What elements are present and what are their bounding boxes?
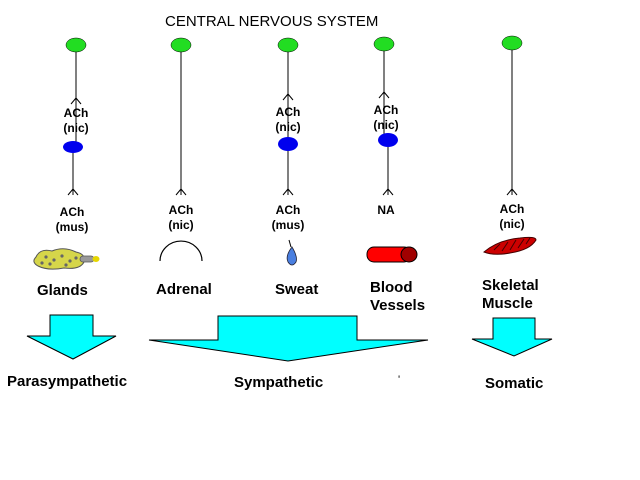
nt-label-glands-post: ACh (mus) <box>42 205 102 235</box>
division-label-somatic: Somatic <box>485 375 544 392</box>
receptor: (nic) <box>168 218 194 232</box>
adrenal-icon <box>159 240 203 262</box>
nt-label-muscle: ACh (nic) <box>482 202 542 232</box>
nt-label-adrenal: ACh (nic) <box>151 203 211 233</box>
receptor: (nic) <box>373 118 399 132</box>
synapse-fork-icon <box>382 188 394 196</box>
organ-label-line: Vessels <box>370 297 426 314</box>
transmitter: ACh <box>499 202 525 216</box>
organ-label-sweat: Sweat <box>275 281 319 298</box>
stray-mark: ' <box>398 374 401 386</box>
sweat-drop-icon <box>286 239 297 266</box>
transmitter: ACh <box>275 105 301 119</box>
receptor: (mus) <box>55 220 89 234</box>
synapse-fork-icon <box>70 97 82 105</box>
division-label-sympathetic: Sympathetic <box>234 374 324 391</box>
synapse-fork-icon <box>378 91 390 99</box>
cns-neuron-icon <box>277 37 299 53</box>
cns-neuron-icon <box>373 36 395 52</box>
organ-label-line: Muscle <box>482 295 533 312</box>
division-label-parasympathetic: Parasympathetic <box>7 373 128 390</box>
transmitter: ACh <box>63 106 89 120</box>
somatic-arrow <box>471 317 553 357</box>
nt-label-vessels-pre: ACh (nic) <box>356 103 416 133</box>
organ-label-adrenal: Adrenal <box>156 281 212 298</box>
receptor: (nic) <box>275 120 301 134</box>
synapse-fork-icon <box>282 93 294 101</box>
transmitter: ACh <box>168 203 194 217</box>
cns-neuron-icon <box>65 37 87 53</box>
synapse-fork-icon <box>175 188 187 196</box>
transmitter: ACh <box>59 205 85 219</box>
gland-icon <box>33 248 100 270</box>
receptor: (nic) <box>499 217 525 231</box>
organ-label-skeletal-muscle: Skeletal Muscle <box>482 277 539 313</box>
nt-label-glands-pre: ACh (nic) <box>46 106 106 136</box>
parasympathetic-arrow <box>26 314 117 360</box>
cns-neuron-icon <box>170 37 192 53</box>
synapse-fork-icon <box>282 188 294 196</box>
organ-label-glands: Glands <box>37 282 88 299</box>
nt-label-sweat-post: ACh (mus) <box>258 203 318 233</box>
ganglion-icon <box>63 141 83 153</box>
transmitter: ACh <box>275 203 301 217</box>
muscle-icon <box>483 236 537 255</box>
receptor: (nic) <box>63 121 89 135</box>
nt-label-vessels-post: NA <box>356 203 416 218</box>
nt-label-sweat-pre: ACh (nic) <box>258 105 318 135</box>
receptor: (mus) <box>271 218 305 232</box>
organ-label-blood-vessels: Blood Vessels <box>370 279 425 315</box>
organ-label-line: Blood <box>370 279 413 296</box>
ganglion-icon <box>378 133 398 147</box>
blood-vessel-icon <box>366 246 418 263</box>
sympathetic-arrow <box>148 315 429 362</box>
synapse-fork-icon <box>506 188 518 196</box>
cns-neuron-icon <box>501 35 523 51</box>
transmitter: ACh <box>373 103 399 117</box>
ganglion-icon <box>278 137 298 151</box>
transmitter: NA <box>377 203 395 217</box>
synapse-fork-icon <box>67 188 79 196</box>
organ-label-line: Skeletal <box>482 277 539 294</box>
page-title: CENTRAL NERVOUS SYSTEM <box>165 13 379 30</box>
